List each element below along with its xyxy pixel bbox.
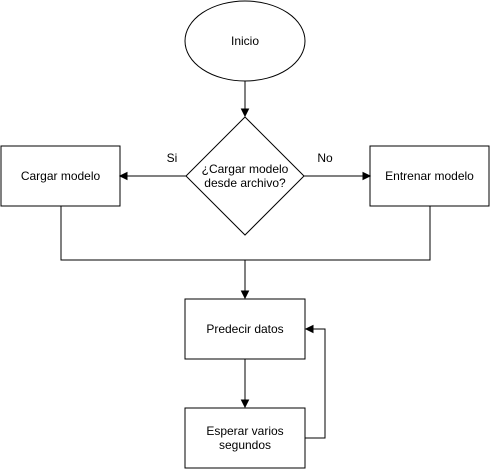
arrowhead-start-to-decision [240, 108, 250, 118]
arrowhead-wait-loop-to-predict [304, 324, 314, 334]
arrowhead-decision-to-load [118, 171, 128, 181]
arrowhead-merge-to-predict [240, 290, 250, 300]
load-model-node-shape [0, 145, 121, 207]
arrowhead-predict-to-wait [240, 399, 250, 409]
wait-node-shape [184, 407, 306, 469]
wait-node-label: Esperar varios segundos [206, 424, 284, 452]
start-node-label: Inicio [230, 34, 259, 48]
edge-train-to-merge [245, 206, 431, 261]
predict-node-label: Predecir datos [206, 322, 284, 336]
train-model-node-label: Entrenar modelo [385, 169, 474, 183]
predict-node-shape [184, 298, 306, 360]
load-model-node-label: Cargar modelo [20, 169, 101, 183]
decision-node-label: ¿Cargar modelo desde archivo? [201, 162, 289, 190]
train-model-node-shape [369, 145, 490, 207]
yes-edge-label: Si [166, 151, 178, 165]
edge-wait-loop-to-predict [305, 328, 326, 439]
edge-load-to-merge [60, 206, 245, 261]
decision-node-shape [185, 116, 305, 236]
no-edge-label: No [317, 151, 333, 165]
arrowhead-decision-to-train [362, 171, 372, 181]
